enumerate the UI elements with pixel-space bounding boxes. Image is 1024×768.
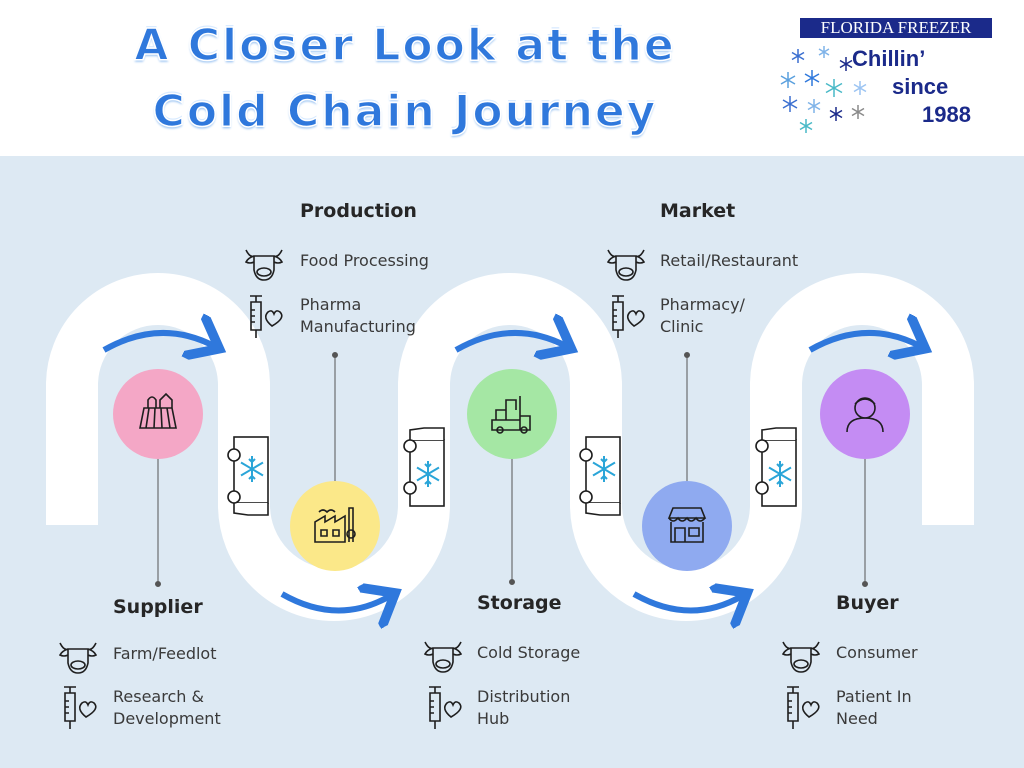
stage-heading-buyer: Buyer [836,592,899,614]
pharma-item-storage: Distribution Hub [477,687,571,728]
pharma-item-production: Pharma Manufacturing [300,295,416,336]
pharma-item-market: Pharmacy/ Clinic [660,295,745,336]
cold-chain-road [46,273,974,621]
stage-node-buyer [820,369,910,459]
snowflake-icon [768,461,792,487]
logo-banner: FLORIDA FREEZER [800,18,992,38]
cow-icon [244,249,284,281]
snowflake-icon [416,461,440,487]
warehouse-forklift-icon [491,396,531,434]
flow-arrow [808,333,920,350]
pharma-item-supplier: Research & Development [113,687,221,728]
refrigerated-truck-icon [227,436,269,516]
syringe-heart-icon [64,686,97,729]
refrigerated-truck-icon [403,427,445,507]
flow-arrow [454,333,566,350]
farm-icon [139,392,177,429]
pharma-item-buyer: Patient In Need [836,687,912,728]
snowflakes-icon [780,46,867,133]
food-item-storage: Cold Storage [477,643,581,662]
syringe-heart-icon [787,686,820,729]
syringe-heart-icon [429,686,462,729]
cow-icon [781,641,821,673]
logo-tagline-2: since [892,74,949,99]
syringe-heart-icon [612,295,645,338]
food-item-buyer: Consumer [836,643,918,662]
flow-arrow [280,594,390,611]
person-icon [846,397,884,433]
cow-icon [423,641,463,673]
stage-circle-market [642,481,732,571]
stage-node-storage [467,369,557,459]
title-line-1: A Closer Look at the [134,19,676,72]
stage-heading-production: Production [300,200,417,222]
food-item-supplier: Farm/Feedlot [113,644,217,663]
cow-icon [606,249,646,281]
refrigerated-truck-icon [755,427,797,507]
stage-circle-storage [467,369,557,459]
stage-node-market [642,481,732,571]
stage-heading-storage: Storage [477,592,562,614]
cow-icon [58,642,98,674]
snowflake-icon [240,456,264,482]
factory-icon [314,507,356,543]
food-item-market: Retail/Restaurant [660,251,799,270]
stage-circle-supplier [113,369,203,459]
logo-brand: FLORIDA FREEZER [820,18,972,37]
stage-node-production [290,481,380,571]
storefront-icon [667,507,707,543]
syringe-heart-icon [250,295,283,338]
stage-node-supplier [113,369,203,459]
flow-arrow [632,594,742,611]
stage-heading-supplier: Supplier [113,596,203,618]
title-line-2: Cold Chain Journey [152,85,658,138]
stage-circle-production [290,481,380,571]
logo-tagline-3: 1988 [922,102,971,127]
refrigerated-truck-icon [579,436,621,516]
stage-heading-market: Market [660,200,736,222]
logo-tagline-1: Chillin’ [852,46,926,71]
leader-lines [155,352,868,587]
snowflake-icon [592,456,616,482]
stage-circle-buyer [820,369,910,459]
flow-arrow [102,333,214,350]
food-item-production: Food Processing [300,251,429,270]
